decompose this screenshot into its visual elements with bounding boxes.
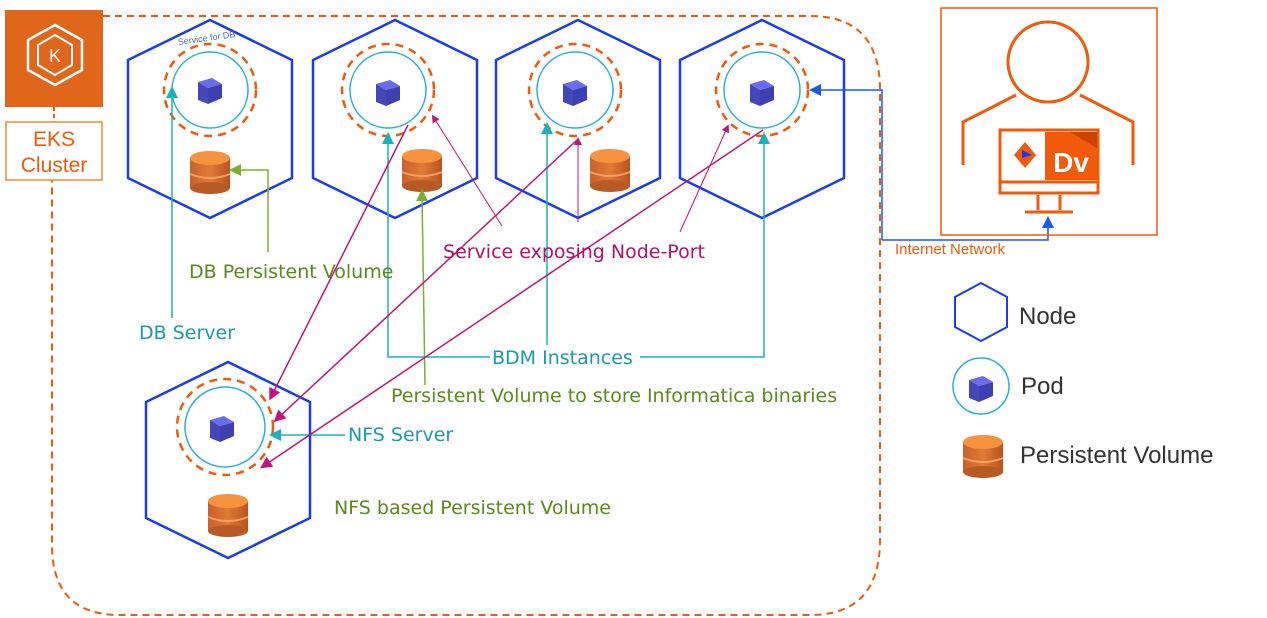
volume-icon: [589, 148, 631, 193]
volume-icon: [401, 148, 443, 193]
legend-pod-label: Pod: [1021, 373, 1064, 400]
service-node-port-label: Service exposing Node-Port: [443, 241, 705, 263]
pod-cube-icon: [198, 78, 222, 104]
legend-node-icon: [954, 281, 1008, 343]
eks-logo: K: [5, 10, 103, 107]
node-bdm-3: [678, 18, 846, 220]
eks-cluster-label-box: [5, 121, 103, 181]
eks-label-line1: EKS: [33, 128, 75, 151]
dv-app-icon: Dv: [1053, 147, 1089, 178]
node-bdm-1: [311, 18, 479, 220]
legend-volume-icon: [962, 434, 1004, 479]
db-server-label: DB Server: [139, 322, 235, 344]
legend-pod-icon: [952, 357, 1010, 415]
pv-informatica-label: Persistent Volume to store Informatica b…: [391, 385, 837, 407]
eks-label-line2: Cluster: [21, 154, 88, 177]
db-persistent-volume-label: DB Persistent Volume: [189, 261, 393, 283]
legend-volume-label: Persistent Volume: [1020, 442, 1213, 469]
kubernetes-k-icon: K: [49, 46, 61, 66]
pod-cube-icon: [210, 416, 234, 442]
volume-icon: [189, 150, 231, 195]
client-user: Dv: [940, 7, 1158, 236]
internet-network-label: Internet Network: [895, 241, 1006, 258]
pod-cube-icon: [376, 80, 400, 106]
legend-node-label: Node: [1019, 303, 1076, 330]
node-nfs: [144, 360, 312, 560]
cluster-boundary: [51, 15, 881, 616]
user-head-icon: [1006, 20, 1090, 104]
bdm-instances-label: BDM Instances: [492, 347, 633, 369]
nfs-pv-label: NFS based Persistent Volume: [334, 497, 611, 519]
nfs-server-label: NFS Server: [348, 424, 453, 446]
pod-cube-icon: [563, 80, 587, 106]
eks-hexagon-icon: [26, 23, 84, 87]
pod-cube-icon: [750, 80, 774, 106]
volume-icon: [207, 493, 249, 538]
legend: Node Pod Persistent Volume: [952, 281, 1213, 479]
